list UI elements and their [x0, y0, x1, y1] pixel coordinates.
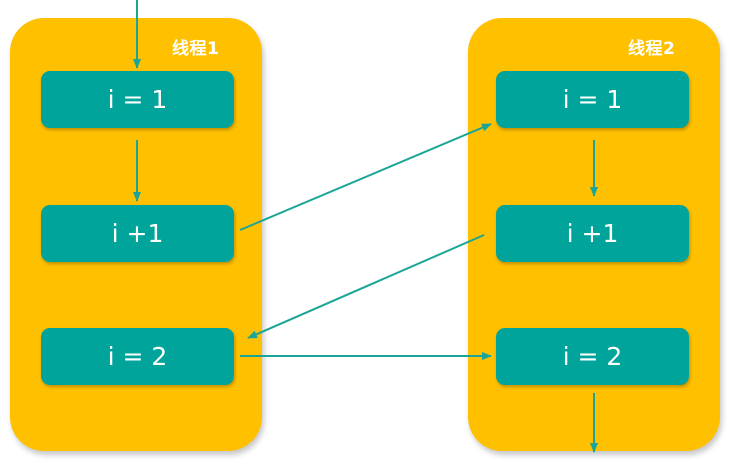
- thread-2-step-assign-1: i = 1: [496, 71, 689, 128]
- thread-2-step-assign-2: i = 2: [496, 328, 689, 385]
- cross-arrow-t1-increment-to-t2-assign1: [239, 123, 492, 231]
- thread-2-label: 线程2: [628, 39, 676, 59]
- cross-arrow-t2-increment-to-t1-assign2: [247, 234, 485, 339]
- thread-2-step-increment: i +1: [496, 205, 689, 262]
- thread-1-step-increment: i +1: [41, 205, 234, 262]
- thread-1-step-assign-2: i = 2: [41, 328, 234, 385]
- thread-1-label: 线程1: [172, 39, 220, 59]
- thread-1-step-assign-1: i = 1: [41, 71, 234, 128]
